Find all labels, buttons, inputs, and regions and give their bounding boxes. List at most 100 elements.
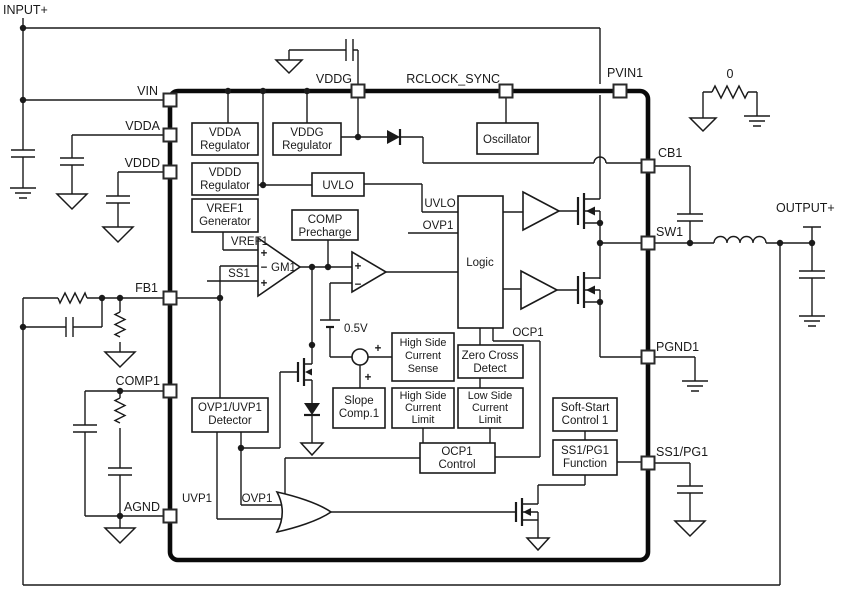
pin-vddg — [350, 83, 366, 99]
gm1-plus-bottom: + — [261, 278, 268, 290]
nmos-high-side-icon — [576, 193, 595, 229]
pin-label-vin: VIN — [137, 84, 158, 98]
net-label-ovp1-logic: OVP1 — [423, 220, 454, 232]
or-gate-icon — [275, 490, 333, 534]
summing-junction-icon — [351, 348, 369, 366]
net-label-ss1: SS1 — [228, 268, 250, 280]
pin-label-pvin1: PVIN1 — [607, 66, 643, 80]
block-low-side-current-limit — [457, 387, 524, 429]
gm1-plus-top: + — [261, 248, 268, 260]
comparator-minus: − — [355, 279, 362, 291]
pin-comp1 — [162, 383, 178, 399]
gm1-error-amp-icon — [257, 236, 302, 298]
earth-ground-icon — [10, 187, 36, 199]
block-logic — [457, 195, 504, 329]
ground-icon — [55, 193, 89, 211]
gm1-minus: − — [261, 262, 268, 274]
pin-label-rclock-sync: RCLOCK_SYNC — [406, 72, 500, 86]
nmos-low-side-icon — [576, 272, 595, 308]
block-vddd-regulator — [191, 162, 259, 196]
ground-icon — [673, 520, 707, 538]
pin-label-fb1: FB1 — [135, 281, 158, 295]
nmos-ss-discharge-icon — [514, 498, 531, 526]
summing-plus-right: + — [375, 343, 382, 355]
pwm-comparator-icon — [351, 250, 388, 294]
ground-icon — [299, 442, 325, 457]
ground-icon — [525, 537, 551, 552]
pin-label-cb1: CB1 — [658, 146, 682, 160]
earth-ground-icon — [799, 315, 825, 327]
nmos-comp-discharge-icon — [296, 358, 312, 386]
comp-offset-value: 0.5V — [344, 323, 368, 335]
ground-icon — [688, 117, 718, 133]
pin-label-vdda: VDDA — [125, 119, 160, 133]
block-uvlo — [311, 172, 365, 197]
earth-ground-icon — [682, 380, 708, 392]
block-label-oscillator: Oscillator — [483, 134, 531, 146]
pin-fb1 — [162, 290, 178, 306]
block-vddg-regulator — [272, 122, 342, 156]
pin-label-ss1-pg1: SS1/PG1 — [656, 445, 708, 459]
net-label-ocp1: OCP1 — [512, 327, 543, 339]
diode-bootstrap-icon — [387, 130, 400, 144]
pin-rclock-sync — [498, 83, 514, 99]
pin-vin — [162, 92, 178, 108]
net-label-vref1: VREF1 — [231, 236, 268, 248]
net-label-uvp1: UVP1 — [182, 493, 212, 505]
resistor-comp-icon — [113, 397, 127, 424]
pin-label-vddd: VDDD — [125, 156, 160, 170]
block-ss1-pg1-function — [552, 439, 618, 476]
block-comp-precharge — [291, 209, 359, 241]
block-slope-comp1 — [332, 387, 386, 429]
input-terminal-label: INPUT+ — [3, 3, 48, 17]
pin-label-pgnd1: PGND1 — [656, 340, 699, 354]
ground-icon — [101, 226, 135, 244]
block-vdda-regulator — [191, 122, 259, 156]
pin-pvin1 — [612, 83, 628, 99]
comparator-plus: + — [355, 261, 362, 273]
earth-ground-icon — [744, 115, 770, 127]
resistor-feedback-top-icon — [57, 291, 88, 305]
block-ovp1-uvp1-detector — [191, 397, 269, 433]
zero-ohm-value: 0 — [727, 67, 734, 81]
inductor-icon — [713, 235, 767, 244]
pin-ss1-pg1 — [640, 455, 656, 471]
net-label-uvlo: UVLO — [424, 198, 455, 210]
block-vref1-generator — [191, 198, 259, 233]
ground-icon — [103, 527, 137, 545]
ground-icon — [103, 351, 137, 369]
pin-label-agnd: AGND — [124, 500, 160, 514]
low-side-driver-icon — [520, 269, 559, 311]
block-label-uvlo: UVLO — [322, 180, 353, 192]
high-side-driver-icon — [522, 190, 561, 232]
external-wires — [10, 18, 825, 586]
pin-label-vddg: VDDG — [316, 72, 352, 86]
pin-agnd — [162, 508, 178, 524]
summing-plus-bottom: + — [365, 372, 372, 384]
internal-wires — [176, 91, 642, 552]
block-oscillator — [476, 122, 539, 155]
pin-vdda — [162, 127, 178, 143]
block-label-logic: Logic — [466, 257, 494, 269]
ground-icon — [274, 59, 304, 75]
pin-label-sw1: SW1 — [656, 225, 683, 239]
output-terminal-label: OUTPUT+ — [776, 201, 835, 215]
pin-vddd — [162, 164, 178, 180]
resistor-feedback-bottom-icon — [113, 311, 127, 338]
block-zero-cross-detect — [457, 344, 524, 379]
